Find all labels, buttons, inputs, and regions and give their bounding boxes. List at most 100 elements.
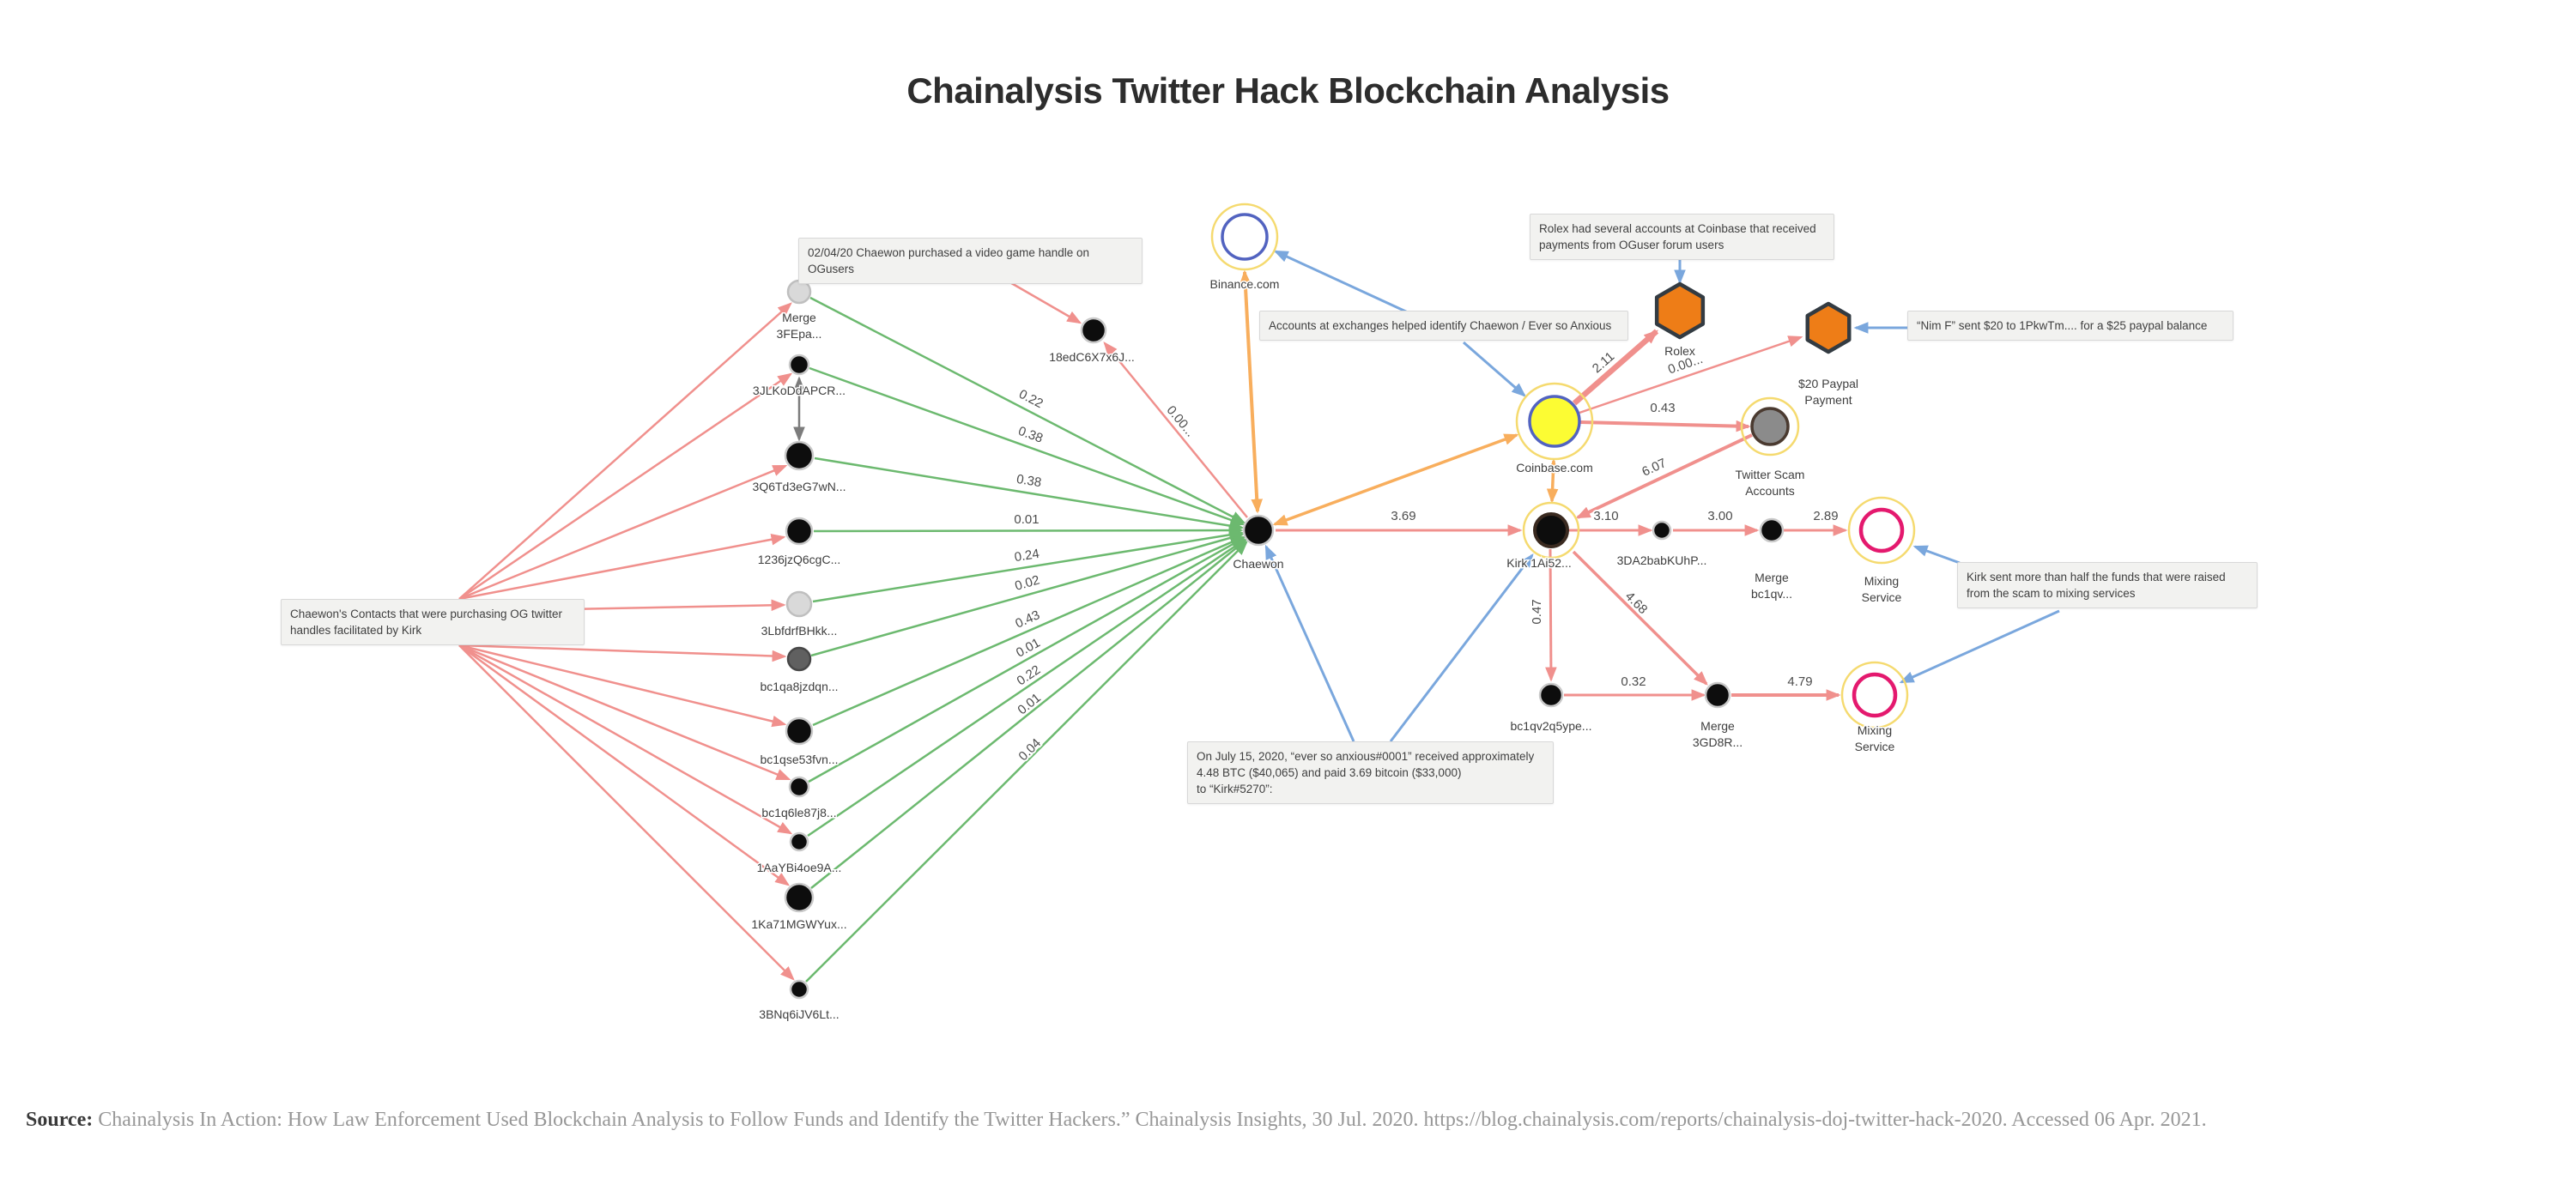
node-addr-3jlkodd (788, 354, 810, 376)
pointer-contacts-to-bc1q6le (458, 644, 791, 781)
node-label-addr-bc1qse53: bc1qse53fvn... (760, 753, 838, 766)
edge-label-chaewon-kirk: 3.69 (1391, 509, 1415, 523)
edge-chaewon-18edc6x (1103, 342, 1248, 518)
node-mixing-service-2 (1840, 661, 1909, 729)
node-label-addr-bc1q6le: bc1q6le87j8... (761, 806, 836, 819)
edge-1236jz-chaewon (813, 524, 1244, 536)
pointer-contacts-to-1236jz (458, 534, 786, 601)
node-halo-kirk (1522, 501, 1580, 559)
node-shape-addr-1236jz (785, 517, 814, 546)
edge-bc1qa8-chaewon (810, 532, 1245, 657)
pointer-mixing-note-to-mixing2 (1899, 609, 2060, 684)
nodes-layer (784, 203, 1916, 1000)
pointer-exchanges-note-to-coinbase (1463, 341, 1526, 397)
node-shape-chaewon (1242, 514, 1275, 547)
node-addr-1ka71 (784, 882, 815, 913)
pointer-contacts-to-1ka71 (458, 644, 791, 886)
node-shape-mixing-service-1 (1858, 507, 1905, 553)
edge-label-1236jz-chaewon: 0.01 (1014, 512, 1039, 527)
edge-merge-3fepa-chaewon (809, 296, 1246, 524)
node-addr-3q6td (784, 440, 815, 471)
node-label-kirk: Kirk 1Ai52... (1506, 556, 1571, 570)
node-label-rolex: Rolex (1664, 344, 1695, 358)
node-shape-addr-1aaybi (789, 831, 809, 852)
edge-label-3bnq6-chaewon: 0.04 (1015, 735, 1044, 764)
pointer-contacts-to-3bnq6 (458, 644, 795, 981)
pointer-exchanges-note-to-binance (1273, 250, 1409, 314)
node-label-addr-1aaybi: 1AaYBi4oe9A... (757, 861, 842, 874)
edge-kirk-merge3gd8r (1572, 550, 1708, 686)
pointer-contacts-to-3q6td (458, 464, 788, 601)
edge-coinbase-kirk (1546, 458, 1560, 504)
annotation-note-july15: On July 15, 2020, “ever so anxious#0001”… (1187, 741, 1554, 804)
node-addr-3bnq6 (789, 979, 809, 1000)
node-paypal-20 (1805, 301, 1852, 354)
node-addr-18edc6x (1080, 317, 1107, 344)
node-binance (1210, 203, 1279, 271)
node-twitter-scam (1740, 396, 1800, 456)
edge-3bnq6-chaewon (805, 541, 1248, 982)
edge-3lbfdrf-chaewon (812, 529, 1245, 603)
node-shape-addr-1ka71 (784, 882, 815, 913)
edge-label-3da2-mergebc1qv: 3.00 (1707, 509, 1732, 523)
node-label-coinbase: Coinbase.com (1516, 461, 1593, 475)
node-shape-coinbase (1528, 395, 1581, 448)
labels-layer: 0.220.380.380.010.240.020.430.010.220.01… (750, 276, 1903, 1023)
pointer-contacts-to-3jlkodd (458, 372, 793, 601)
source-text: Chainalysis In Action: How Law Enforceme… (93, 1109, 2207, 1131)
node-label-addr-bc1qa8: bc1qa8jzdqn... (760, 680, 838, 693)
node-shape-addr-3jlkodd (788, 354, 810, 376)
node-addr-bc1q6le (788, 776, 810, 798)
node-chaewon (1242, 514, 1275, 547)
pointer-contacts-to-bc1qa8 (458, 644, 787, 662)
pointer-mixing-note-to-mixing1 (1912, 545, 1961, 565)
node-label-addr-3jlkodd: 3JLKoDdAPCR... (753, 384, 846, 397)
annotation-note-rolex-coinbase: Rolex had several accounts at Coinbase t… (1530, 214, 1834, 260)
edge-kirk-bc1qv2q5 (1545, 548, 1557, 682)
node-shape-rolex (1654, 281, 1706, 340)
pointer-july15-note-to-chaewon (1264, 544, 1355, 742)
node-shape-addr-3q6td (784, 440, 815, 471)
node-shape-addr-bc1qse53 (785, 716, 814, 746)
node-shape-addr-18edc6x (1080, 317, 1107, 344)
edge-label-3q6td-chaewon: 0.38 (1015, 472, 1043, 490)
edge-label-kirk-bc1qv2q5: 0.47 (1530, 599, 1544, 624)
node-merge-3gd8r (1704, 681, 1731, 709)
page-title: Chainalysis Twitter Hack Blockchain Anal… (906, 70, 1670, 111)
node-shape-kirk (1533, 512, 1569, 548)
node-shape-addr-bc1q6le (788, 776, 810, 798)
edge-chaewon-coinbase (1272, 433, 1519, 526)
source-citation: Source: Chainalysis In Action: How Law E… (26, 1109, 2567, 1132)
edge-label-3jlkodd-chaewon: 0.38 (1016, 424, 1045, 446)
edge-1ka71-chaewon (810, 539, 1247, 889)
edge-label-kirk-3da2: 3.10 (1593, 509, 1618, 523)
annotation-note-ogusers-purchase: 02/04/20 Chaewon purchased a video game … (798, 238, 1143, 284)
edge-3jlkodd-chaewon (809, 366, 1246, 526)
edge-3q6td-chaewon (814, 456, 1245, 532)
node-kirk (1522, 501, 1580, 559)
node-label-addr-1ka71: 1Ka71MGWYux... (751, 917, 846, 931)
node-label-binance: Binance.com (1210, 277, 1280, 291)
node-shape-addr-3lbfdrf (785, 590, 813, 618)
node-shape-addr-bc1qa8 (786, 646, 812, 672)
node-label-addr-3lbfdrf: 3LbfdrfBHkk... (761, 624, 838, 638)
node-label-addr-1236jz: 1236jzQ6cgC... (758, 553, 841, 566)
edge-label-bc1q6le-chaewon: 0.01 (1014, 636, 1043, 661)
node-shape-binance (1221, 213, 1269, 261)
source-label: Source: (26, 1109, 94, 1131)
edge-chaewon-binance (1239, 269, 1264, 514)
node-label-addr-3da2: 3DA2babKUhP... (1617, 553, 1707, 567)
node-addr-1236jz (785, 517, 814, 546)
node-label-addr-bc1qv2q5: bc1qv2q5ype... (1511, 719, 1592, 733)
node-shape-merge-bc1qv (1759, 517, 1785, 543)
edge-label-kirk-merge3gd8r: 4.68 (1622, 589, 1651, 617)
edge-twitterscam-kirk (1575, 433, 1753, 519)
